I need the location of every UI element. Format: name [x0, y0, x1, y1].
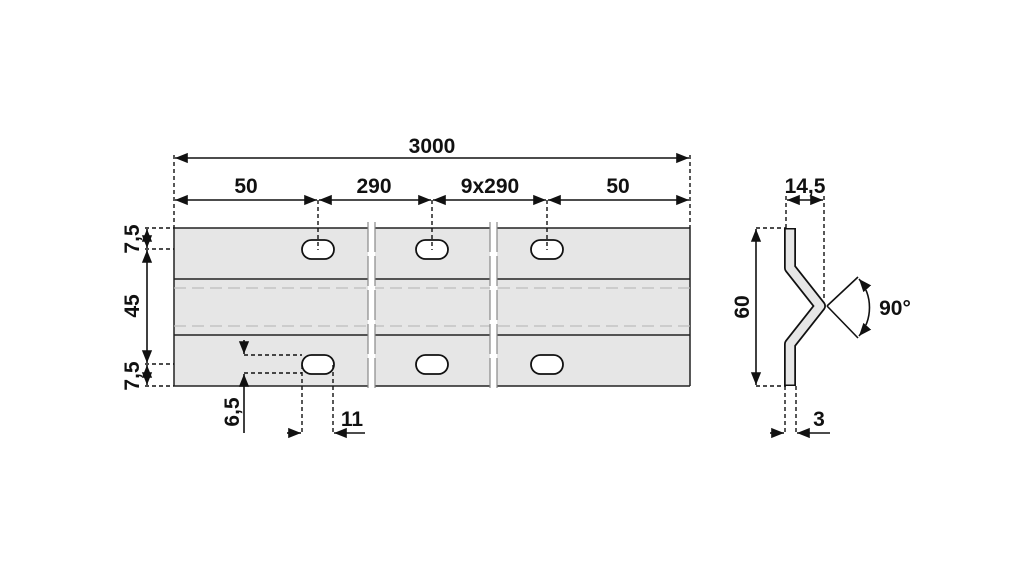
dimension-slot-length: 11: [287, 365, 365, 439]
pitch-label: 290: [356, 175, 391, 198]
edge-to-slot-bottom-label: 7,5: [121, 361, 144, 391]
dimension-slot-height: 6,5: [221, 340, 302, 433]
end-offset-right-label: 50: [606, 175, 629, 198]
dimension-pitch-chain: 50 290 9x290 50: [175, 175, 689, 250]
dimension-profile-thickness: 3: [770, 386, 830, 439]
dimension-profile-depth: 14,5: [785, 175, 826, 298]
edge-to-slot-top-label: 7,5: [121, 224, 144, 254]
profile-angle-label: 90°: [879, 297, 911, 320]
slot-row-spacing-label: 45: [121, 294, 144, 318]
profile-view: [784, 228, 826, 386]
profile-depth-label: 14,5: [785, 175, 826, 198]
slot: [301, 354, 335, 375]
dimension-profile-angle: 90°: [826, 276, 911, 339]
slot-height-label: 6,5: [221, 397, 244, 427]
profile-thickness-label: 3: [813, 408, 825, 431]
overall-length-label: 3000: [409, 135, 456, 158]
break-band-1: [368, 222, 375, 392]
profile-height-label: 60: [731, 295, 754, 318]
slot-length-label: 11: [341, 408, 364, 431]
slot: [415, 354, 449, 375]
end-offset-left-label: 50: [234, 175, 257, 198]
front-view: [173, 222, 691, 392]
slot: [530, 354, 564, 375]
pitch-repeat-label: 9x290: [461, 175, 519, 198]
profile-section: [785, 229, 825, 385]
break-band-2: [490, 222, 497, 392]
dimension-vertical-left: 7,5 45 7,5: [121, 224, 174, 391]
dimension-overall-length: 3000: [173, 135, 691, 228]
dimension-profile-height: 60: [731, 227, 786, 387]
